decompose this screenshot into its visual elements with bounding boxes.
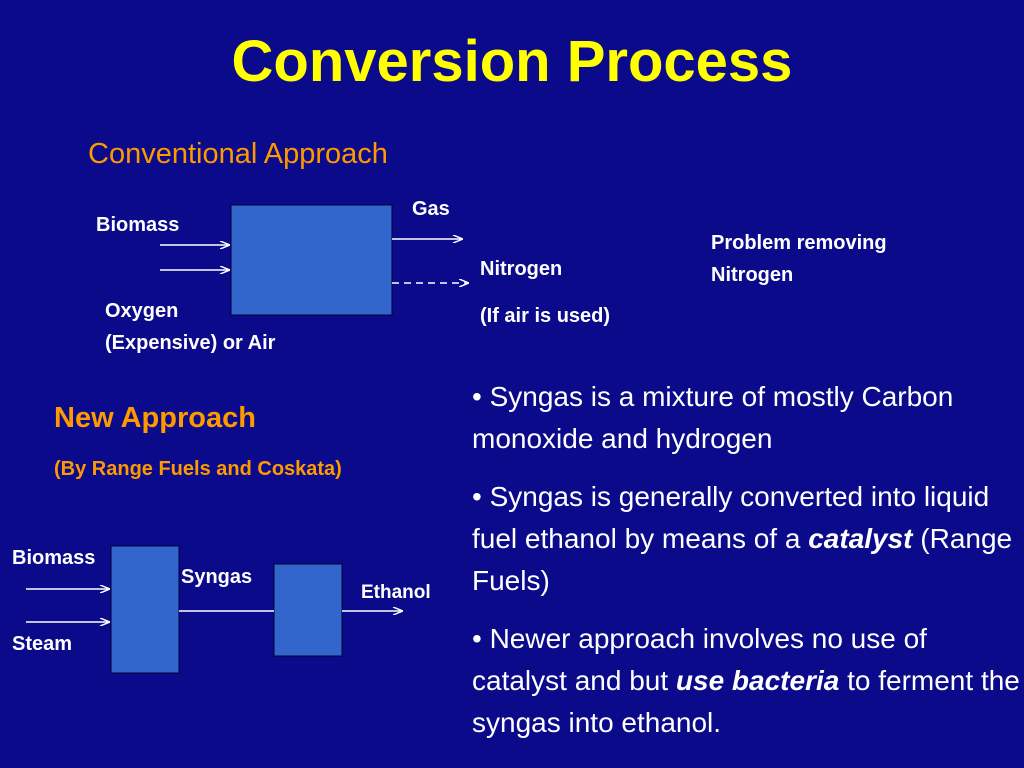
bullet-item: • Newer approach involves no use of cata…: [472, 618, 1020, 744]
bullet-text: to ferment the syngas into ethanol.: [472, 665, 1020, 738]
bullet-item: • Syngas is generally converted into liq…: [472, 476, 1020, 602]
biomass-label: Biomass: [96, 214, 180, 236]
bullet-text: (Range Fuels): [472, 523, 1013, 596]
steam-label: Steam: [12, 633, 73, 655]
new-approach-heading: New Approach: [54, 402, 256, 434]
bullet-emphasis: catalyst: [808, 523, 913, 554]
nitrogen-note-label: (If air is used): [480, 305, 611, 327]
bullet-item: • Syngas is a mixture of mostly Carbon m…: [472, 376, 1020, 460]
syngas-label: Syngas: [181, 566, 253, 588]
problem-label-line1: Problem removing: [711, 232, 887, 254]
biomass-label-new: Biomass: [12, 547, 96, 569]
ethanol-label: Ethanol: [361, 582, 431, 603]
oxygen-label: Oxygen: [105, 300, 179, 322]
oxygen-note-label: (Expensive) or Air: [105, 332, 276, 354]
gasifier-box: [230, 204, 393, 316]
nitrogen-label: Nitrogen: [480, 258, 563, 280]
bullet-list: • Syngas is a mixture of mostly Carbon m…: [472, 376, 1020, 760]
converter-box: [273, 563, 343, 657]
new-approach-subheading: (By Range Fuels and Coskata): [54, 458, 342, 480]
bullet-text: • Syngas is a mixture of mostly Carbon m…: [472, 381, 954, 454]
gas-label: Gas: [412, 198, 450, 220]
bullet-text: • Syngas is generally converted into liq…: [472, 481, 990, 554]
bullet-emphasis: use bacteria: [675, 665, 840, 696]
bullet-text: • Newer approach involves no use of cata…: [472, 623, 927, 696]
conventional-heading: Conventional Approach: [88, 138, 388, 170]
page-title: Conversion Process: [231, 29, 793, 94]
gasifier-box-new: [110, 545, 180, 674]
problem-label-line2: Nitrogen: [711, 264, 794, 286]
